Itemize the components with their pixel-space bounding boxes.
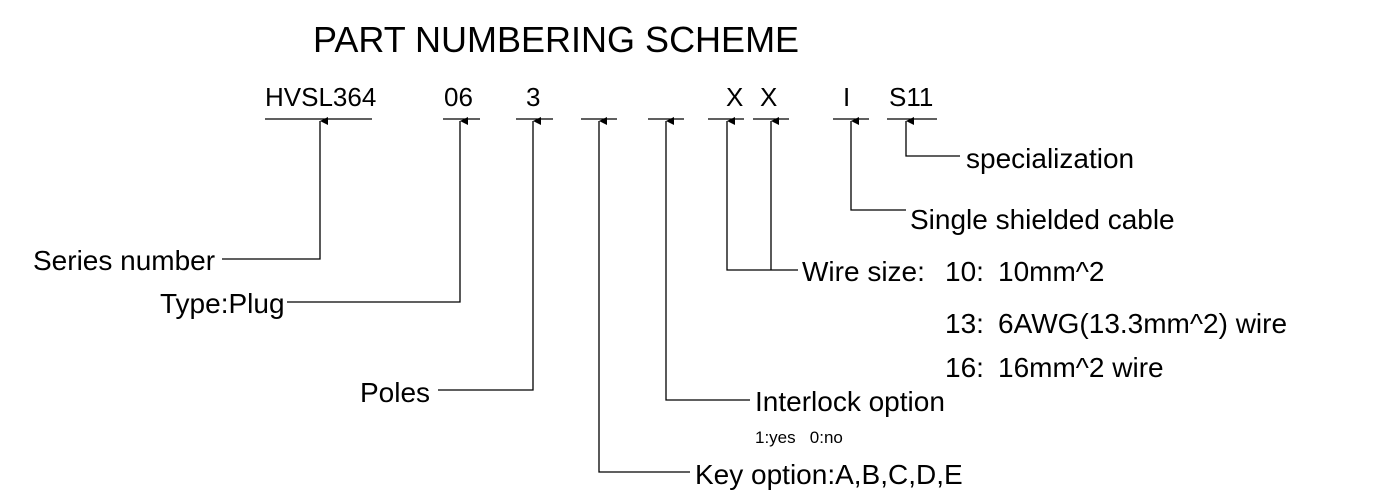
spec-label: specialization <box>966 143 1134 174</box>
series-label: Series number <box>33 245 215 276</box>
poles-leader-line <box>438 117 541 391</box>
wire-option-13-code: 13: <box>945 308 984 339</box>
interlock-values-label: 1:yes 0:no <box>755 428 843 447</box>
segment-shield-code: I <box>843 82 850 112</box>
wire-option-13-desc: 6AWG(13.3mm^2) wire <box>998 308 1287 339</box>
type-leader-line <box>287 117 468 303</box>
segment-spec-code: S11 <box>889 82 933 112</box>
segment-type-code: 06 <box>444 82 473 112</box>
interlock-label: Interlock option <box>755 386 945 417</box>
key-leader-line <box>598 117 690 473</box>
wire-label: Wire size: <box>802 256 925 287</box>
interlock-leader-line <box>665 117 750 401</box>
segment-wire-code-1: X <box>726 82 743 112</box>
key-label: Key option:A,B,C,D,E <box>695 459 963 490</box>
shield-label: Single shielded cable <box>910 204 1175 235</box>
type-label: Type:Plug <box>160 288 285 319</box>
series-leader-line <box>222 117 328 260</box>
wire-option-10-desc: 10mm^2 <box>998 256 1105 287</box>
spec-leader-line <box>905 117 960 157</box>
wire-leader-line-1 <box>726 117 798 271</box>
segment-poles-code: 3 <box>526 82 540 112</box>
diagram-title: PART NUMBERING SCHEME <box>313 19 799 60</box>
segment-series-code: HVSL364 <box>265 82 376 112</box>
wire-option-10-code: 10: <box>945 256 984 287</box>
segment-wire-code-2: X <box>760 82 777 112</box>
wire-option-16-desc: 16mm^2 wire <box>998 352 1164 383</box>
wire-option-16-code: 16: <box>945 352 984 383</box>
poles-label: Poles <box>360 377 430 408</box>
shield-leader-line <box>850 117 906 211</box>
